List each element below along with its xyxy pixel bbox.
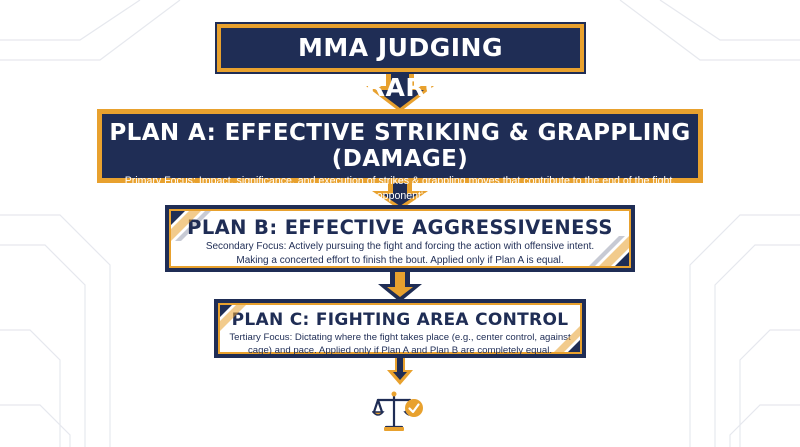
plan-a-description-line-1: Primary Focus: Impact, significance, and… (124, 175, 676, 187)
down-arrow-icon (372, 181, 428, 210)
plan-a-description-line-2: Immediate effect on opponent's ability o… (281, 190, 519, 202)
plan-a-heading: PLAN A: EFFECTIVE STRIKING & GRAPPLING (… (109, 120, 691, 172)
down-arrow-icon (378, 270, 422, 302)
page-title: MMA JUDGING HIERARCHY (298, 33, 503, 102)
plan-c-card: PLAN C: FIGHTING AREA CONTROL Tertiary F… (214, 299, 586, 358)
corner-stripe-decoration (220, 305, 246, 331)
plan-b-description-line-1: Secondary Focus: Actively pursuing the f… (205, 241, 595, 252)
plan-b-card: PLAN B: EFFECTIVE AGGRESSIVENESS Seconda… (165, 205, 635, 272)
plan-c-heading: PLAN C: FIGHTING AREA CONTROL (231, 310, 569, 330)
corner-stripe-decoration (171, 211, 211, 241)
plan-b-heading: PLAN B: EFFECTIVE AGGRESSIVENESS (187, 216, 613, 239)
corner-stripe-decoration (589, 236, 629, 266)
corner-stripe-decoration (554, 326, 580, 352)
down-arrow-icon (366, 68, 434, 112)
plan-b-description-line-2: Making a concerted effort to finish the … (236, 255, 564, 266)
down-arrow-icon (387, 356, 413, 385)
plan-a-card: PLAN A: EFFECTIVE STRIKING & GRAPPLING (… (97, 109, 703, 202)
check-badge-icon (405, 399, 423, 417)
plan-c-description-line-2: cage) and pace. Applied only if Plan A a… (247, 345, 552, 356)
plan-c-description-line-1: Tertiary Focus: Dictating where the figh… (229, 332, 571, 343)
title-banner: MMA JUDGING HIERARCHY (217, 24, 584, 102)
